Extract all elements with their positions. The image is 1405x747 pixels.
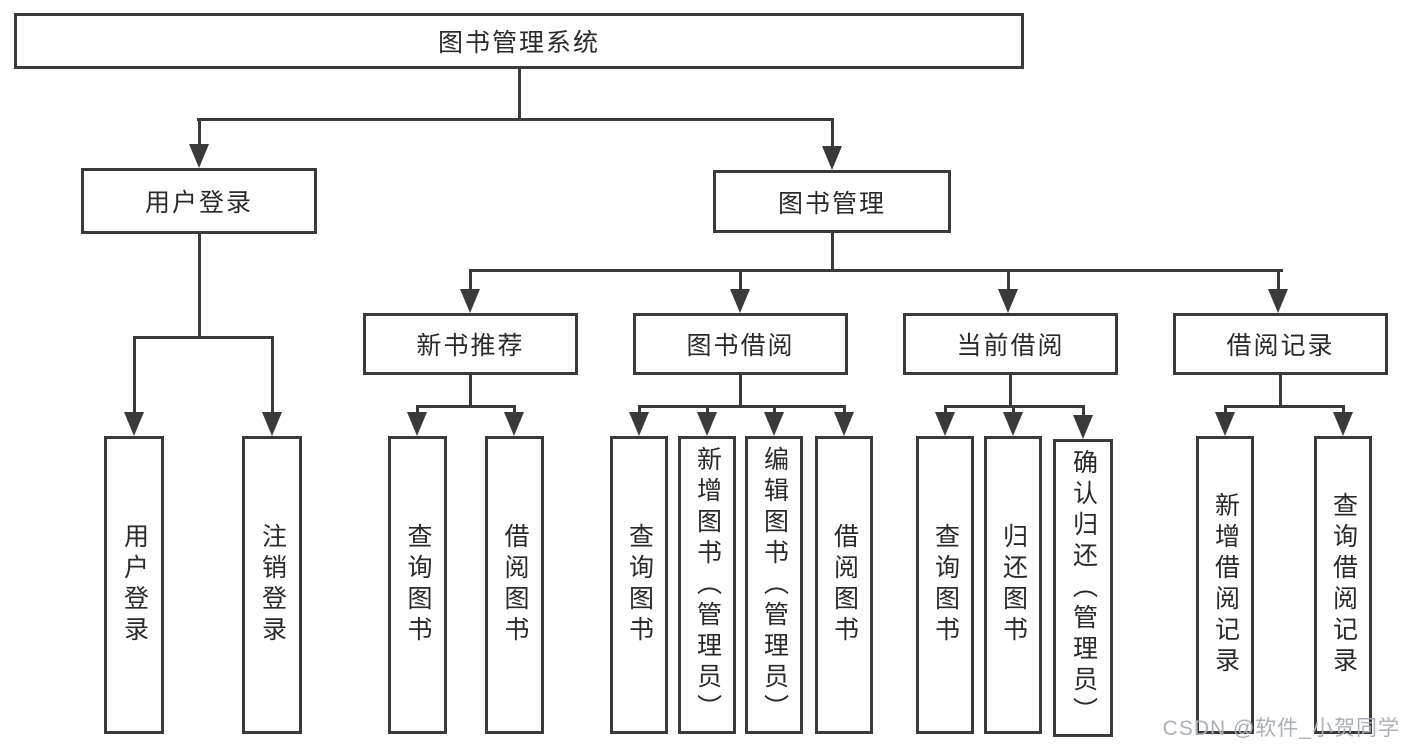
connector-section-0-stem: [469, 375, 472, 408]
arrowhead-s2c0: [935, 412, 955, 436]
node-leaf-query-books-s1: 查询图书: [610, 436, 668, 734]
connector-login-branch: [133, 336, 274, 339]
connector-drop-section-1: [739, 269, 742, 295]
connector-drop-s2c1: [1012, 405, 1015, 418]
arrowhead-s1c2: [764, 412, 784, 436]
node-leaf-add-books-admin: 新增图书（管理员）: [678, 436, 736, 734]
connector-drop-s0c1: [513, 405, 516, 418]
arrowhead-s3c0: [1215, 412, 1235, 436]
connector-root-stem: [518, 69, 521, 118]
connector-drop-s3c1: [1342, 405, 1345, 418]
connector-drop-management: [831, 118, 834, 150]
node-leaf-borrow-books-s0: 借阅图书: [485, 436, 544, 734]
connector-drop-s2c0: [944, 405, 947, 418]
arrowhead-section-1: [730, 289, 750, 313]
node-leaf-query-borrow-record: 查询借阅记录: [1314, 436, 1372, 734]
arrowhead-s2c2: [1073, 415, 1093, 439]
connector-drop-s1c1: [706, 405, 709, 418]
node-leaf-borrow-books-s1: 借阅图书: [815, 436, 873, 734]
arrowhead-section-2: [998, 289, 1018, 313]
arrowhead-management: [822, 146, 842, 170]
connector-login-stem: [198, 234, 201, 338]
node-section-borrow-records: 借阅记录: [1173, 313, 1388, 375]
node-leaf-edit-books-admin-label: 编辑图书（管理员）: [760, 445, 789, 725]
connector-drop-s1c0: [638, 405, 641, 418]
node-leaf-confirm-return-admin: 确认归还（管理员）: [1053, 439, 1113, 737]
node-leaf-user-login: 用户登录: [104, 436, 164, 734]
connector-section-0-branch: [416, 405, 516, 408]
node-leaf-add-borrow-record: 新增借阅记录: [1196, 436, 1254, 734]
node-root: 图书管理系统: [14, 13, 1024, 69]
node-leaf-return-books-label: 归还图书: [999, 523, 1028, 647]
connector-drop-login-child-1: [271, 336, 274, 418]
node-book-management-label: 图书管理: [777, 189, 886, 218]
node-leaf-logout-label: 注销登录: [258, 523, 287, 647]
node-section-current-borrow-label: 当前借阅: [956, 332, 1065, 360]
connector-management-stem: [831, 233, 834, 272]
connector-drop-section-3: [1277, 269, 1280, 295]
node-leaf-query-borrow-record-label: 查询借阅记录: [1329, 492, 1358, 678]
node-leaf-logout: 注销登录: [242, 436, 302, 734]
connector-section-2-stem: [1009, 375, 1012, 408]
node-user-login-label: 用户登录: [144, 189, 253, 217]
arrowhead-s1c3: [834, 412, 854, 436]
csdn-watermark: CSDN @软件_小贺同学: [1162, 717, 1400, 740]
arrowhead-s1c1: [697, 412, 717, 436]
arrowhead-s1c0: [629, 412, 649, 436]
node-section-new-books: 新书推荐: [363, 313, 578, 375]
connector-drop-s3c0: [1224, 405, 1227, 418]
arrowhead-login-child-1: [262, 412, 282, 436]
arrowhead-login: [189, 144, 209, 168]
node-leaf-query-books-s0-label: 查询图书: [404, 523, 432, 647]
node-leaf-query-books-s2-label: 查询图书: [931, 523, 960, 647]
node-root-label: 图书管理系统: [437, 29, 600, 57]
connector-drop-section-0: [469, 269, 472, 295]
connector-section-3-stem: [1279, 375, 1282, 408]
node-leaf-query-books-s1-label: 查询图书: [625, 523, 654, 647]
node-leaf-add-borrow-record-label: 新增借阅记录: [1211, 492, 1240, 678]
connector-section-1-stem: [739, 375, 742, 408]
connector-drop-s1c3: [843, 405, 846, 418]
connector-drop-s1c2: [773, 405, 776, 418]
node-leaf-query-books-s0: 查询图书: [388, 436, 447, 734]
arrowhead-s0c1: [504, 412, 524, 436]
node-leaf-borrow-books-s1-label: 借阅图书: [830, 523, 859, 647]
connector-drop-s2c2: [1082, 405, 1085, 421]
connector-drop-login-child-0: [133, 336, 136, 418]
node-leaf-borrow-books-s0-label: 借阅图书: [501, 523, 529, 647]
connector-section-1-branch: [638, 405, 846, 408]
connector-level1-branch: [197, 118, 834, 121]
arrowhead-section-3: [1268, 289, 1288, 313]
node-leaf-return-books: 归还图书: [984, 436, 1042, 734]
node-section-book-borrow-label: 图书借阅: [686, 332, 795, 360]
arrowhead-section-0: [460, 289, 480, 313]
node-book-management: 图书管理: [713, 170, 951, 233]
node-leaf-confirm-return-admin-label: 确认归还（管理员）: [1069, 448, 1098, 728]
connector-drop-section-2: [1007, 269, 1010, 295]
arrowhead-s2c1: [1003, 412, 1023, 436]
node-section-current-borrow: 当前借阅: [903, 313, 1118, 375]
connector-drop-login: [198, 118, 201, 148]
connector-section-3-branch: [1224, 405, 1344, 408]
node-leaf-edit-books-admin: 编辑图书（管理员）: [745, 436, 803, 734]
node-user-login: 用户登录: [81, 168, 317, 234]
node-section-borrow-records-label: 借阅记录: [1226, 332, 1335, 360]
connector-drop-s0c0: [416, 405, 419, 418]
arrowhead-login-child-0: [124, 412, 144, 436]
node-leaf-user-login-label: 用户登录: [120, 523, 149, 647]
connector-management-branch: [469, 269, 1283, 272]
arrowhead-s3c1: [1333, 412, 1353, 436]
node-section-new-books-label: 新书推荐: [416, 332, 525, 360]
node-leaf-query-books-s2: 查询图书: [916, 436, 974, 734]
node-section-book-borrow: 图书借阅: [633, 313, 848, 375]
node-leaf-add-books-admin-label: 新增图书（管理员）: [693, 445, 722, 725]
arrowhead-s0c0: [407, 412, 427, 436]
